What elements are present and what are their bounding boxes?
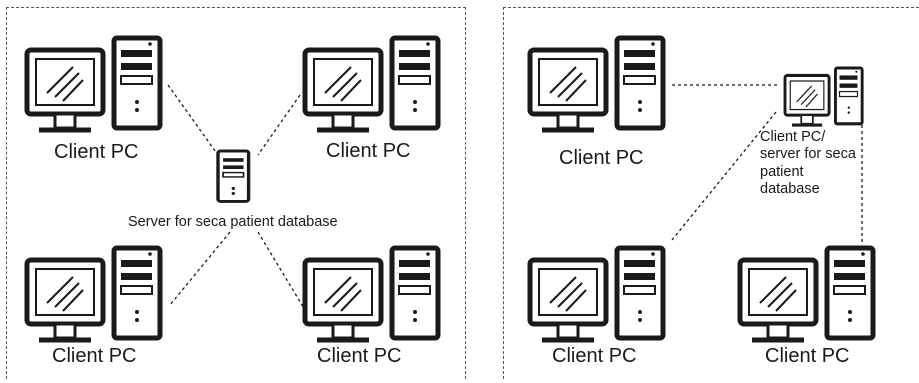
client-label-bottom-right: Client PC — [317, 345, 402, 367]
client-server-label-line-2: server for seca — [760, 146, 856, 163]
client-workstation-right-bottom-left — [530, 248, 663, 340]
server-icon — [216, 149, 251, 203]
client-label-bottom-left: Client PC — [52, 345, 137, 367]
client-workstation-bottom-left — [27, 248, 160, 340]
client-label-top-right: Client PC — [326, 140, 411, 162]
left-network-panel — [6, 7, 466, 379]
client-workstation-right-top — [530, 38, 663, 130]
client-label-right-top: Client PC — [559, 147, 644, 169]
client-label-top-left: Client PC — [54, 141, 139, 163]
client-label-right-bottom-right: Client PC — [765, 345, 850, 367]
link-left-bl — [169, 231, 231, 306]
client-server-label-line-3: patient — [760, 163, 804, 180]
client-label-right-bottom-left: Client PC — [552, 345, 637, 367]
client-server-label-line-4: database — [760, 181, 820, 198]
client-workstation-right-bottom-right — [740, 248, 873, 340]
client-server-label-line-1: Client PC/ — [760, 129, 826, 145]
server-label: Server for seca patient database — [128, 214, 338, 230]
connection-lines — [167, 84, 863, 311]
client-workstation-top-left — [27, 38, 160, 130]
link-left-tr — [257, 94, 301, 156]
link-left-br — [257, 231, 306, 311]
right-network-panel — [503, 7, 919, 379]
client-workstation-bottom-right — [305, 248, 438, 340]
workstation-server-icon — [785, 68, 862, 125]
client-server-label: Client PC/ server for seca patient datab… — [760, 129, 890, 199]
link-left-tl — [167, 84, 219, 156]
client-workstation-top-right — [305, 38, 438, 130]
